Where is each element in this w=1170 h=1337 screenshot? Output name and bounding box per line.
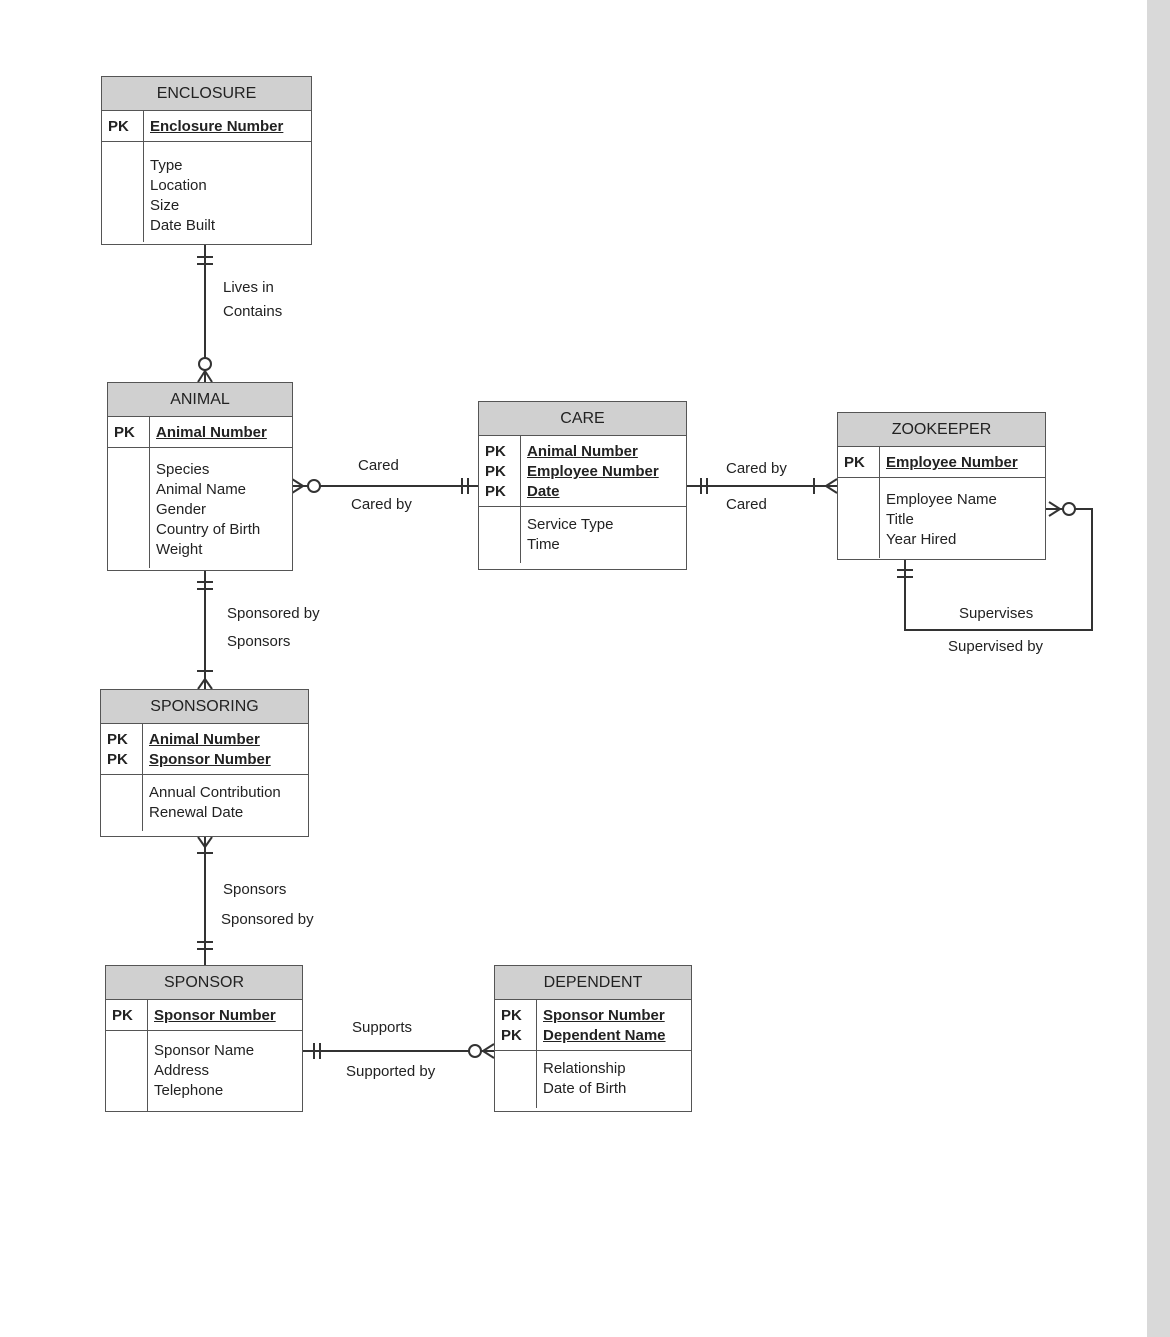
entity-title: ANIMAL bbox=[108, 383, 292, 417]
entity-enclosure: ENCLOSURE PK Enclosure Number Type Locat… bbox=[101, 76, 312, 245]
attribute-row: Service Type Time bbox=[479, 507, 686, 563]
primary-key-field: Sponsor Number bbox=[543, 1007, 665, 1024]
attribute-row: Sponsor Name Address Telephone bbox=[106, 1031, 302, 1111]
attribute-row: Type Location Size Date Built bbox=[102, 142, 311, 242]
rel-label-sponsors: Sponsors bbox=[223, 881, 287, 898]
primary-key-field: Dependent Name bbox=[543, 1027, 666, 1044]
zookeeper-self-connector bbox=[897, 501, 1093, 631]
entity-sponsoring: SPONSORING PK PK Animal Number Sponsor N… bbox=[100, 689, 309, 837]
rel-label-supervises: Supervises bbox=[959, 605, 1034, 622]
entity-title: CARE bbox=[479, 402, 686, 436]
attribute-row: Relationship Date of Birth bbox=[495, 1051, 691, 1108]
attribute: Relationship bbox=[543, 1060, 626, 1077]
key-row: PK PK Animal Number Sponsor Number bbox=[101, 724, 308, 775]
attribute: Employee Name bbox=[886, 491, 997, 508]
primary-key-field: Enclosure Number bbox=[150, 118, 284, 135]
primary-key-field: Employee Number bbox=[886, 454, 1018, 471]
entity-title: DEPENDENT bbox=[495, 966, 691, 1000]
pk-label: PK bbox=[107, 731, 128, 748]
pk-label: PK bbox=[107, 751, 128, 768]
rel-label-supervised-by: Supervised by bbox=[948, 638, 1044, 655]
attribute: Date Built bbox=[150, 217, 216, 234]
entity-care: CARE PK PK PK Animal Number Employee Num… bbox=[478, 401, 687, 570]
attribute: Year Hired bbox=[886, 531, 957, 548]
key-row: PK PK Sponsor Number Dependent Name bbox=[495, 1000, 691, 1051]
care-zookeeper-connector bbox=[686, 478, 838, 494]
rel-label-supports: Supports bbox=[352, 1019, 413, 1036]
attribute: Time bbox=[527, 536, 560, 553]
pk-label: PK bbox=[485, 443, 506, 460]
primary-key-field: Sponsor Number bbox=[154, 1007, 276, 1024]
attribute: Animal Name bbox=[156, 481, 247, 498]
entity-dependent: DEPENDENT PK PK Sponsor Number Dependent… bbox=[494, 965, 692, 1112]
entity-title: SPONSORING bbox=[101, 690, 308, 724]
attribute: Location bbox=[150, 177, 207, 194]
primary-key-field: Sponsor Number bbox=[149, 751, 271, 768]
primary-key-field: Date bbox=[527, 483, 560, 500]
rel-label-cared: Cared bbox=[358, 457, 399, 474]
key-row: PK Sponsor Number bbox=[106, 1000, 302, 1031]
primary-key-field: Animal Number bbox=[156, 424, 267, 441]
attribute: Species bbox=[156, 461, 210, 478]
entity-title: ENCLOSURE bbox=[102, 77, 311, 111]
attribute: Date of Birth bbox=[543, 1080, 627, 1097]
attribute: Weight bbox=[156, 541, 203, 558]
pk-label: PK bbox=[501, 1027, 522, 1044]
rel-label-cared: Cared bbox=[726, 496, 767, 513]
pk-label: PK bbox=[485, 483, 506, 500]
rel-label-cared-by: Cared by bbox=[351, 496, 412, 513]
attribute: Sponsor Name bbox=[154, 1042, 255, 1059]
key-row: PK Animal Number bbox=[108, 417, 292, 448]
key-row: PK Enclosure Number bbox=[102, 111, 311, 142]
pk-label: PK bbox=[108, 118, 129, 135]
rel-label-cared-by: Cared by bbox=[726, 460, 787, 477]
rel-label-lives-in: Lives in bbox=[223, 279, 274, 296]
attribute: Gender bbox=[156, 501, 207, 518]
primary-key-field: Animal Number bbox=[149, 731, 260, 748]
entity-sponsor: SPONSOR PK Sponsor Number Sponsor Name A… bbox=[105, 965, 303, 1112]
rel-label-sponsors: Sponsors bbox=[227, 633, 291, 650]
attribute: Title bbox=[886, 511, 914, 528]
attribute: Country of Birth bbox=[156, 521, 261, 538]
attribute: Service Type bbox=[527, 516, 614, 533]
attribute: Address bbox=[154, 1062, 210, 1079]
entity-zookeeper: ZOOKEEPER PK Employee Number Employee Na… bbox=[837, 412, 1046, 560]
pk-label: PK bbox=[485, 463, 506, 480]
attribute: Telephone bbox=[154, 1082, 224, 1099]
entity-animal: ANIMAL PK Animal Number Species Animal N… bbox=[107, 382, 293, 571]
pk-label: PK bbox=[844, 454, 865, 471]
rel-label-contains: Contains bbox=[223, 303, 283, 320]
attribute-row: Annual Contribution Renewal Date bbox=[101, 775, 308, 831]
key-row: PK PK PK Animal Number Employee Number D… bbox=[479, 436, 686, 507]
entity-title: SPONSOR bbox=[106, 966, 302, 1000]
primary-key-field: Animal Number bbox=[527, 443, 638, 460]
animal-sponsoring-connector bbox=[197, 570, 213, 690]
pk-label: PK bbox=[112, 1007, 133, 1024]
sponsoring-sponsor-connector bbox=[197, 836, 213, 965]
attribute: Size bbox=[150, 197, 180, 214]
attribute: Type bbox=[150, 157, 183, 174]
attribute-row: Employee Name Title Year Hired bbox=[838, 478, 1045, 558]
entity-title: ZOOKEEPER bbox=[838, 413, 1045, 447]
pk-label: PK bbox=[501, 1007, 522, 1024]
attribute: Renewal Date bbox=[149, 804, 244, 821]
rel-label-sponsored-by: Sponsored by bbox=[221, 911, 314, 928]
primary-key-field: Employee Number bbox=[527, 463, 659, 480]
vertical-scrollbar[interactable] bbox=[1147, 0, 1170, 1337]
enclosure-animal-connector bbox=[197, 245, 213, 383]
attribute: Annual Contribution bbox=[149, 784, 281, 801]
attribute-row: Species Animal Name Gender Country of Bi… bbox=[108, 448, 292, 568]
key-row: PK Employee Number bbox=[838, 447, 1045, 478]
rel-label-supported-by: Supported by bbox=[346, 1063, 436, 1080]
rel-label-sponsored-by: Sponsored by bbox=[227, 605, 320, 622]
pk-label: PK bbox=[114, 424, 135, 441]
sponsor-dependent-connector bbox=[302, 1043, 495, 1059]
animal-care-connector bbox=[291, 478, 478, 494]
